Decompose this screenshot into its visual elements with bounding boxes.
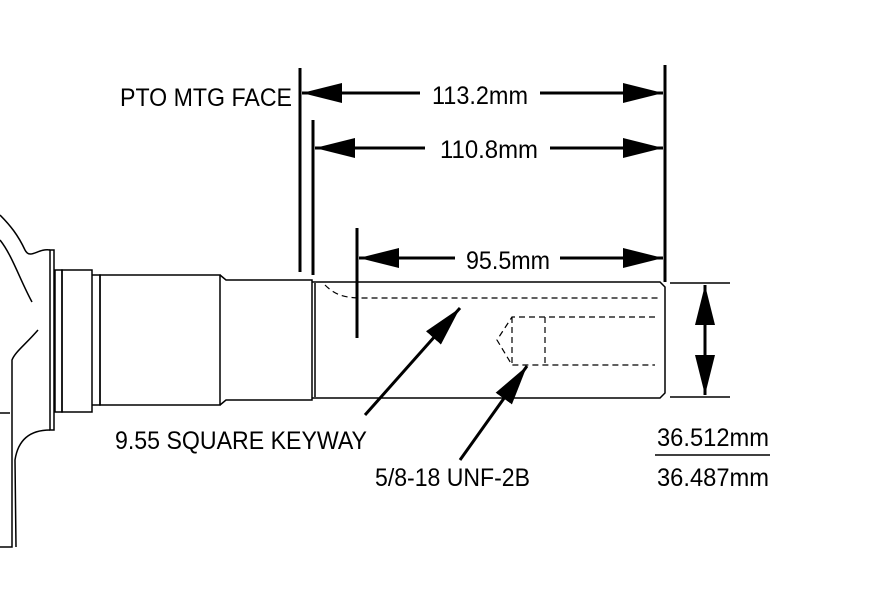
thread-hole-hidden-line [496,316,655,366]
dim-keyway-label: 95.5mm [466,247,550,275]
diameter-min-label: 36.487mm [657,464,769,492]
leader-lines [363,307,529,461]
dim-overall-label: 113.2mm [432,82,528,110]
thread-label: 5/8-18 UNF-2B [375,464,530,492]
housing-outline [0,214,55,548]
extension-lines [298,65,730,398]
shaft [54,269,666,413]
dim-shaft-label: 110.8mm [440,136,538,164]
dimension-arrows [302,83,770,456]
pto-face-label: PTO MTG FACE [120,84,292,112]
keyway-hidden-line [324,284,660,299]
diameter-max-label: 36.512mm [657,424,769,452]
keyway-label: 9.55 SQUARE KEYWAY [115,427,367,455]
